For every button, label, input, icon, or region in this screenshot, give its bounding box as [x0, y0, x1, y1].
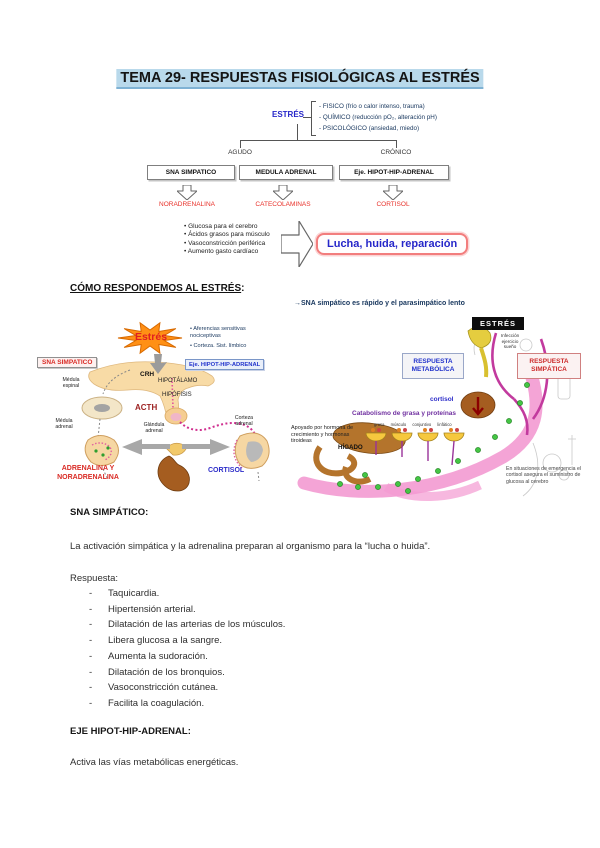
branch-label-agudo: AGUDO	[228, 149, 252, 156]
adrenal-medulla-label: Médula adrenal	[55, 418, 73, 430]
right-arrow-icon	[281, 221, 313, 267]
response-item: Hipertensión arterial.	[89, 604, 196, 615]
down-arrow-icon	[383, 185, 403, 200]
trigger-item: Infección	[500, 333, 520, 338]
estres-title-box: ESTRÉS	[472, 317, 525, 330]
cortisol-label: cortisol	[430, 396, 454, 403]
response-item: Aumenta la sudoración.	[89, 651, 208, 662]
branch-label-cronico: CRÓNICO	[380, 149, 412, 156]
system-box-sna-simpatico: SNA SIMPATICO	[147, 165, 235, 180]
effect-item: Glucosa para el cerebro	[184, 223, 270, 231]
pituitary-label: HIPÓFISIS	[162, 392, 192, 398]
afferent-list: Aferencias sensitivas nociceptivas Corte…	[190, 326, 272, 354]
catabolism-label: Catabolismo de grasa y proteínas	[352, 410, 457, 417]
mediator-noradrenalina: NORADRENALINA	[159, 201, 215, 208]
afferent-item: Corteza. Sist. límbico	[190, 343, 272, 350]
note-sympathetic-speed: →SNA simpático es rápido y el parasimpát…	[294, 300, 465, 307]
box-sna-simpatico: SNA SIMPATICO	[37, 357, 98, 368]
trigger-list: Infección ejercicio sueño	[492, 333, 528, 350]
response-item: Facilita la coagulación.	[89, 698, 204, 709]
section-heading-text: CÓMO RESPONDEMOS AL ESTRÉS	[70, 283, 242, 294]
stressor-bracket	[311, 101, 316, 136]
stressor-item: PSICOLÓGICO (ansiedad, miedo)	[319, 123, 437, 134]
mediator-catecolaminas: CATECOLAMINAS	[255, 201, 311, 208]
connector-line	[396, 140, 397, 148]
sympathetic-response-box: RESPUESTA SIMPÁTICA	[517, 353, 581, 379]
afferent-item: Aferencias sensitivas nociceptivas	[190, 326, 272, 339]
effect-item: Aumento gasto cardíaco	[184, 248, 270, 256]
support-note: Apoyado por hormona de crecimiento y hor…	[291, 425, 354, 444]
stressor-list: FISICO (frío o calor intenso, trauma) QU…	[319, 101, 437, 134]
effects-list: Glucosa para el cerebro Ácidos grasos pa…	[184, 223, 270, 256]
down-arrow-icon	[273, 185, 293, 200]
crh-label: CRH	[140, 371, 155, 378]
system-box-medula-adrenal: MEDULA ADRENAL	[239, 165, 333, 180]
sympathetic-intro: La activación simpática y la adrenalina …	[70, 541, 431, 552]
effect-item: Vasoconstricción periférica	[184, 240, 270, 248]
response-label: Respuesta:	[70, 573, 119, 584]
connector-line	[240, 140, 241, 148]
acth-label: ACTH	[135, 403, 158, 412]
effect-item: Ácidos grasos para músculo	[184, 231, 270, 239]
stressor-item: FISICO (frío o calor intenso, trauma)	[319, 101, 437, 112]
connector-line	[240, 140, 397, 141]
mediator-cortisol: CORTISOL	[376, 201, 410, 208]
adrenal-cortex-label: Corteza adrenal	[234, 415, 254, 427]
response-item: Vasoconstricción cutánea.	[89, 682, 218, 693]
stressor-item: QUÍMICO (reducción pO₂, alteración pH)	[319, 112, 437, 123]
stress-burst-label: Estrés	[134, 331, 168, 343]
cortisol-output-label: CORTISOL	[208, 467, 245, 474]
trigger-item: ejercicio	[501, 338, 519, 344]
response-item: Dilatación de los bronquios.	[89, 667, 225, 678]
down-arrow-icon	[177, 185, 197, 200]
page-title: TEMA 29- RESPUESTAS FISIOLÓGICAS AL ESTR…	[116, 69, 484, 89]
tissue-labels: grasa músculo conjuntivo linfático	[374, 422, 452, 427]
trigger-item: sueño	[503, 344, 517, 350]
section-heading-colon: :	[241, 283, 245, 294]
left-stress-diagram: Estrés Aferencias sensitivas nociceptiva…	[30, 316, 280, 506]
section-heading: CÓMO RESPONDEMOS AL ESTRÉS:	[70, 283, 244, 294]
metabolic-response-box: RESPUESTA METABÓLICA	[402, 353, 464, 379]
axis-text: Activa las vías metabólicas energéticas.	[70, 757, 239, 768]
anatomy-illustration	[81, 321, 270, 492]
response-item: Taquicardia.	[89, 588, 159, 599]
response-item: Libera glucosa a la sangre.	[89, 635, 222, 646]
response-item: Dilatación de las arterias de los múscul…	[89, 619, 285, 630]
outcome-box: Lucha, huida, reparación	[316, 233, 469, 255]
connector-line	[297, 124, 298, 140]
spinal-cord-label: Médula espinal	[62, 377, 80, 389]
metabolism-illustration	[297, 326, 576, 502]
adrenal-gland-label: Glándula adrenal	[143, 422, 165, 434]
sympathetic-heading: SNA SIMPÁTICO:	[70, 507, 149, 518]
system-box-eje-hipot-hip-adrenal: Eje. HIPOT-HIP-ADRENAL	[339, 165, 449, 180]
emergency-note: En situaciones de emergencia el cortisol…	[506, 466, 581, 485]
box-eje-hipot-hip-adrenal: Eje. HIPOT-HIP-ADRENAL	[185, 359, 265, 370]
stress-root-label: ESTRÉS	[272, 110, 305, 119]
axis-heading: EJE HIPOT-HIP-ADRENAL:	[70, 726, 191, 737]
connector-line	[303, 117, 311, 118]
liver-label: HÍGADO	[338, 444, 363, 451]
right-stress-diagram: ESTRÉS Infección ejercicio sueño RESPUES…	[290, 315, 592, 507]
adrenaline-noradrenaline-label: ADRENALINA Y NORADRENALINA	[57, 465, 119, 481]
hypothalamus-label: HIPOTÁLAMO	[158, 378, 198, 384]
